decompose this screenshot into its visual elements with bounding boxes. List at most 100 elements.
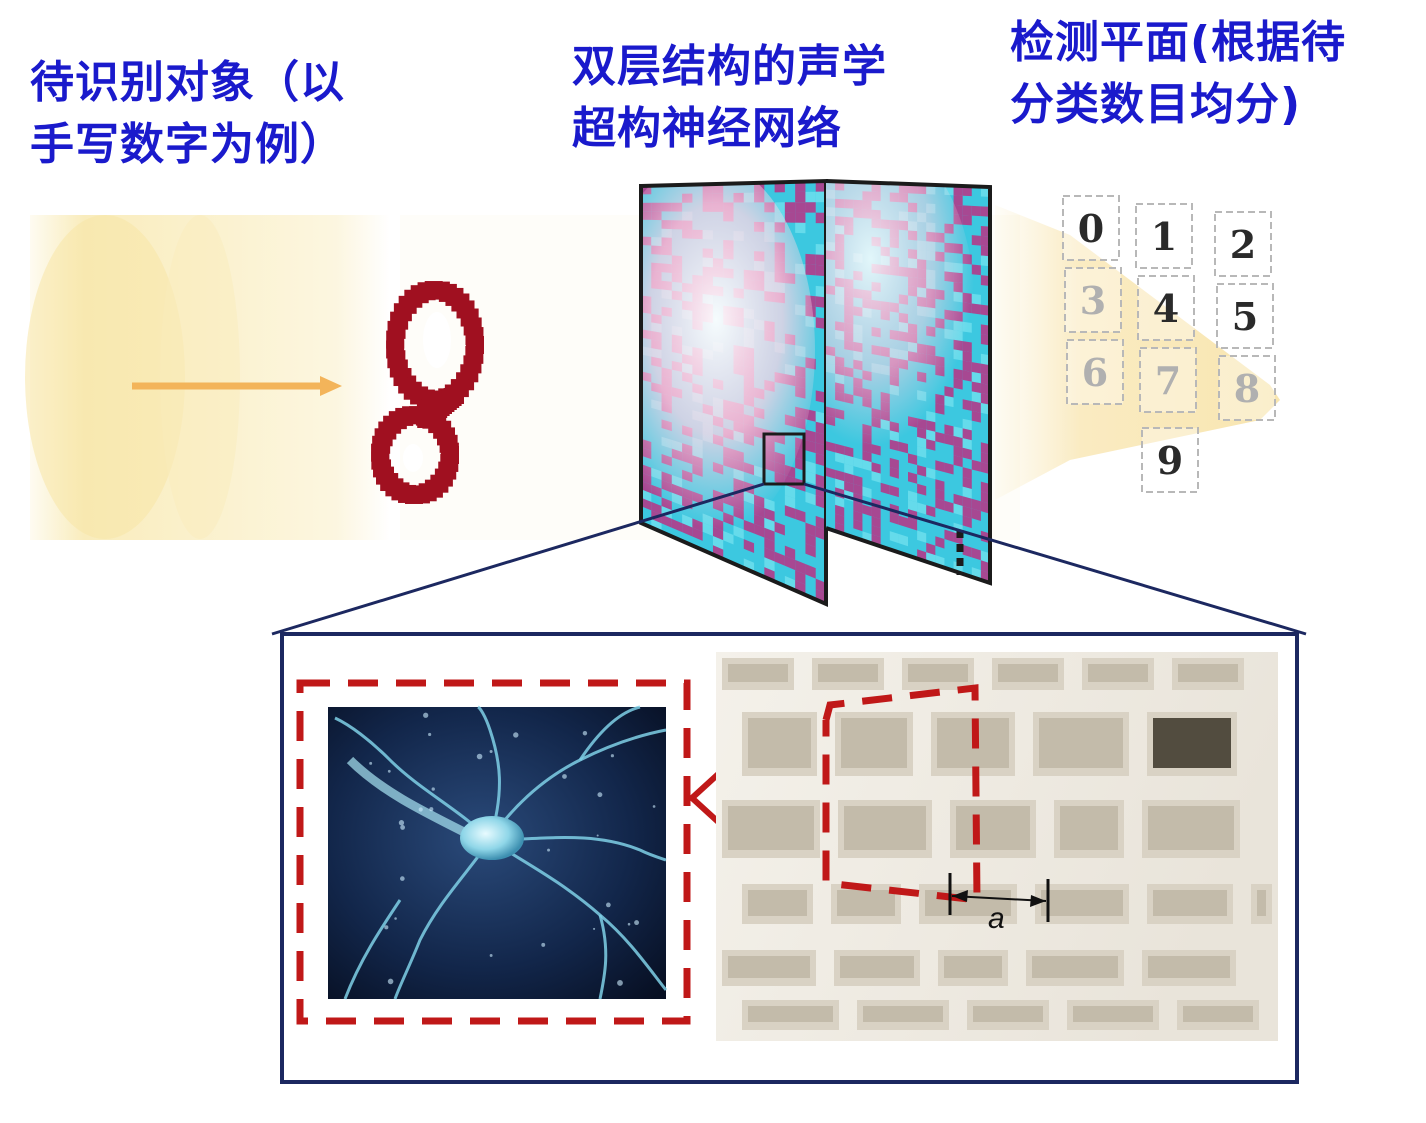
detector-digit-label: 1 — [1151, 214, 1177, 259]
meta-pixel — [784, 202, 796, 213]
meta-pixel — [971, 401, 981, 413]
meta-pixel — [835, 496, 845, 508]
meta-pixel — [953, 445, 963, 458]
meta-pixel — [815, 254, 826, 266]
meta-pixel — [971, 264, 981, 276]
meta-pixel — [815, 442, 826, 456]
meta-cell-cavity — [844, 806, 926, 850]
neuron-spark — [634, 920, 640, 926]
neuron-spark — [400, 876, 405, 881]
metasurface-layer-1 — [639, 178, 828, 608]
digit-pixel — [417, 410, 436, 428]
neuron-spark — [400, 825, 406, 830]
meta-pixel — [795, 508, 806, 523]
meta-pixel — [953, 455, 963, 468]
meta-cell-cavity — [1153, 890, 1227, 916]
meta-pixel — [980, 235, 990, 247]
detector-region — [1064, 267, 1122, 333]
neuron-spark — [387, 978, 394, 985]
neuron-spark — [489, 749, 493, 754]
caption-detection-plane-line-2: 分类数目均分) — [1010, 79, 1302, 130]
meta-cell-cavity — [1183, 1006, 1253, 1022]
meta-pixel — [889, 512, 899, 525]
neuron-dendrite — [489, 838, 668, 991]
meta-pixel — [980, 560, 990, 574]
meta-pixel — [980, 275, 990, 286]
meta-pixel — [815, 285, 826, 298]
meta-pixel — [754, 523, 765, 538]
meta-pixel — [980, 402, 990, 415]
neuron-spark — [369, 761, 373, 765]
meta-pixel — [953, 503, 963, 516]
meta-pixel — [917, 465, 927, 477]
meta-pixel — [743, 539, 755, 554]
meta-pixel — [980, 186, 990, 197]
detector-digit-label: 7 — [1155, 358, 1181, 403]
meta-pixel — [815, 181, 826, 192]
meta-pixel — [835, 478, 845, 491]
meta-pixel — [853, 510, 863, 523]
meta-pixel — [826, 467, 836, 479]
neuron-dendrite — [393, 839, 492, 1000]
meta-pixel — [971, 362, 981, 374]
meta-pixel — [774, 182, 785, 193]
meta-pixel — [971, 391, 981, 403]
meta-pixel — [815, 432, 826, 446]
meta-pixel — [805, 191, 816, 203]
meta-cell-cavity — [1178, 664, 1238, 682]
meta-pixel — [971, 498, 981, 512]
meta-pixel — [784, 212, 796, 223]
meta-pixel — [980, 245, 990, 257]
meta-pixel — [805, 522, 816, 537]
meta-pixel — [871, 516, 881, 529]
meta-pixel — [980, 550, 990, 564]
meta-cell-cavity — [728, 956, 810, 978]
meta-pixel — [944, 462, 954, 475]
meta-cell-cavity — [908, 664, 968, 682]
meta-pixel — [815, 578, 826, 594]
meta-pixel — [805, 439, 816, 454]
meta-pixel — [764, 537, 775, 552]
meta-pixel — [764, 517, 775, 532]
meta-pixel — [815, 526, 826, 541]
caption-input-object-line-1: 待识别对象（以 — [30, 57, 345, 108]
neuron-spark — [627, 922, 631, 926]
meta-pixel — [926, 467, 936, 480]
meta-pixel — [962, 505, 972, 519]
meta-pixel — [795, 222, 806, 234]
neuron-spark — [423, 712, 429, 718]
neuron-dendrite — [598, 914, 608, 1000]
meta-pixel — [774, 521, 785, 536]
meta-pixel — [980, 373, 990, 385]
detector-digit-label: 3 — [1080, 278, 1106, 323]
neuron-dendrite — [334, 716, 492, 842]
meta-pixel — [935, 479, 945, 492]
meta-cell-cavity — [748, 890, 807, 916]
meta-pixel — [815, 317, 826, 330]
meta-pixel — [944, 500, 954, 514]
meta-pixel — [980, 363, 990, 376]
meta-pixel — [853, 519, 863, 532]
meta-pixel — [980, 491, 990, 504]
meta-pixel — [844, 481, 854, 493]
meta-pixel — [980, 304, 990, 316]
focused-beam — [995, 205, 1280, 500]
meta-pixel — [908, 518, 918, 531]
neuron-soma — [460, 816, 524, 860]
meta-cell-cavity — [956, 806, 1030, 850]
neuron-spark — [582, 730, 588, 736]
meta-pixel — [980, 206, 990, 217]
meta-pixel — [815, 191, 826, 203]
meta-pixel — [953, 493, 963, 506]
detector-region — [1139, 347, 1197, 413]
detector-digit-label: 2 — [1230, 222, 1256, 267]
meta-pixel — [980, 501, 990, 514]
meta-pixel — [980, 225, 990, 237]
meta-pixel — [962, 476, 972, 490]
meta-cell-cavity — [728, 806, 814, 850]
meta-pixel — [795, 212, 806, 223]
neuron-spark — [476, 753, 483, 760]
meta-cell-cavity — [1153, 718, 1231, 768]
neuron-spark — [606, 902, 611, 908]
